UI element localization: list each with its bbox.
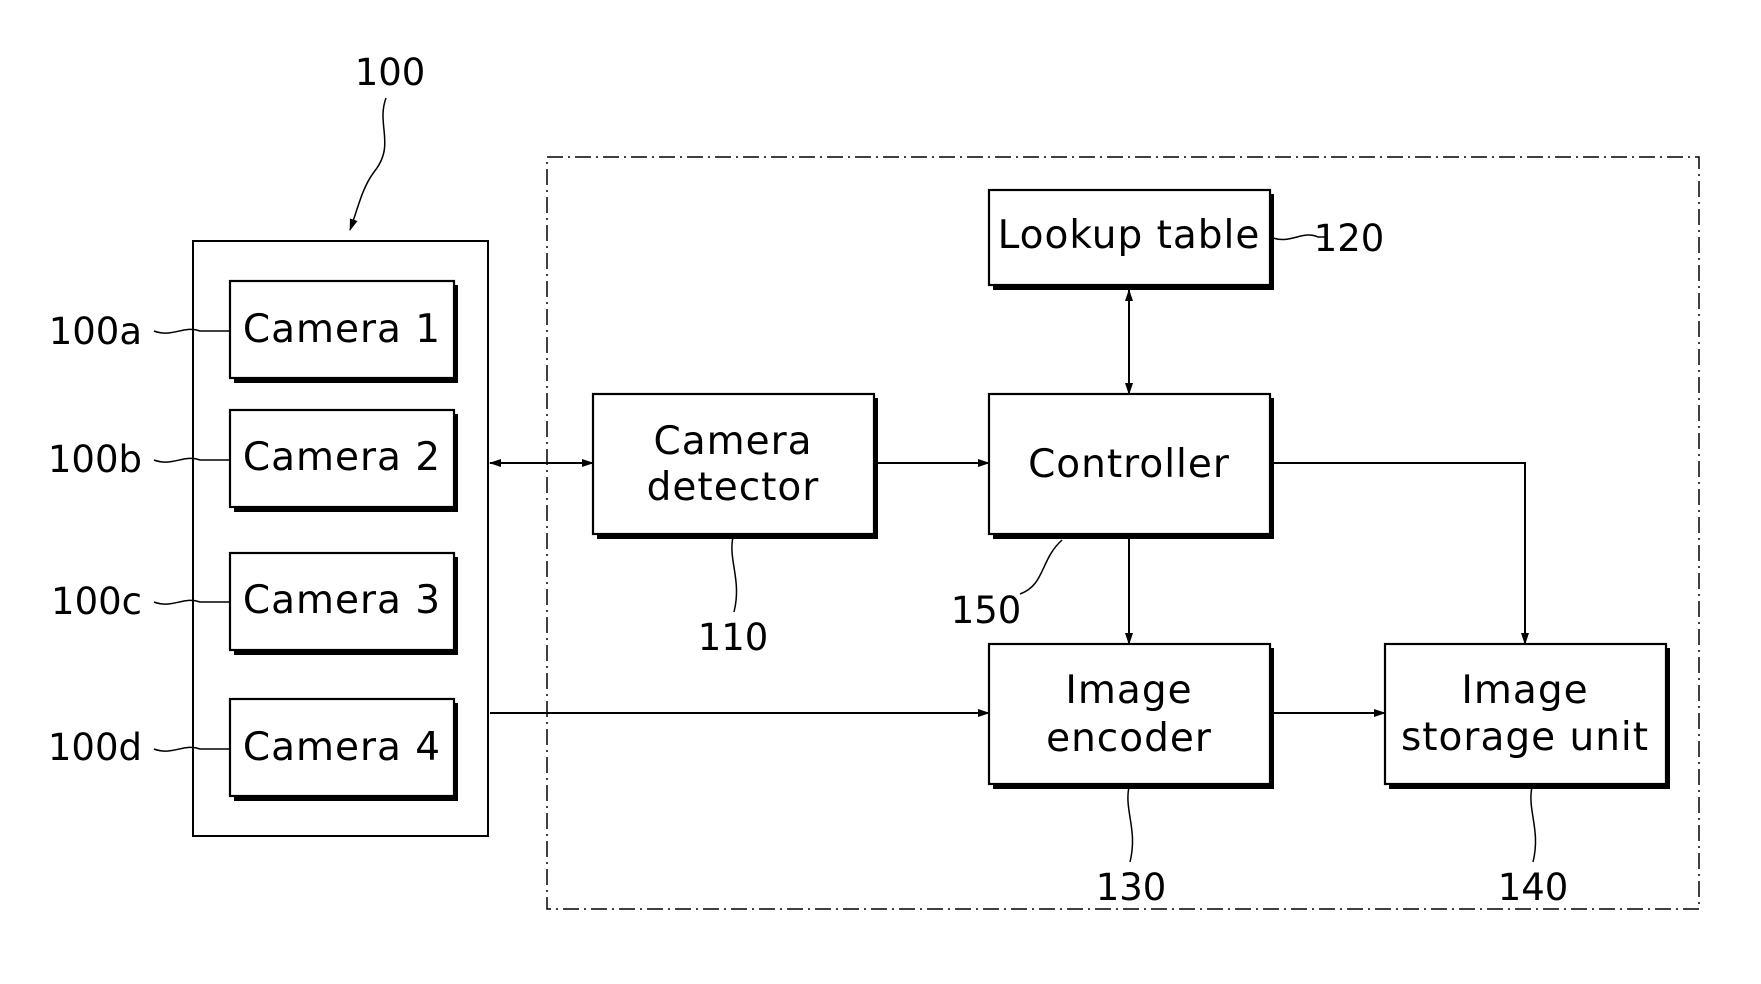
- image-storage-unit-line2: storage unit: [1401, 715, 1649, 760]
- ref-100-leader: [350, 98, 386, 230]
- camera-3-block: Camera 3: [230, 553, 456, 653]
- camera-3-label: Camera 3: [243, 578, 441, 623]
- camera-4-block: Camera 4: [230, 699, 456, 799]
- ref-100d: 100d: [48, 726, 142, 769]
- ref-100: 100: [355, 51, 426, 94]
- ref-150: 150: [951, 589, 1022, 632]
- image-encoder-line1: Image: [1065, 668, 1192, 713]
- camera-detector-block: Camera detector: [593, 394, 876, 537]
- image-encoder-block: Image encoder: [989, 644, 1272, 787]
- lookup-table-label: Lookup table: [998, 213, 1261, 258]
- image-storage-unit-line1: Image: [1461, 668, 1588, 713]
- ref-130-leader: [1128, 787, 1133, 862]
- lookup-table-block: Lookup table: [989, 190, 1272, 288]
- arrow-controller-storage: [1272, 463, 1525, 644]
- camera-1-block: Camera 1: [230, 281, 456, 381]
- ref-100c: 100c: [51, 580, 142, 623]
- ref-140: 140: [1498, 866, 1569, 909]
- image-encoder-line2: encoder: [1046, 716, 1212, 761]
- ref-100a: 100a: [49, 310, 142, 353]
- controller-block: Controller: [989, 394, 1272, 537]
- camera-1-label: Camera 1: [243, 307, 441, 352]
- ref-130: 130: [1096, 866, 1167, 909]
- ref-100b: 100b: [48, 438, 142, 481]
- camera-detector-line2: detector: [647, 465, 820, 510]
- image-storage-unit-block: Image storage unit: [1385, 644, 1668, 787]
- camera-2-block: Camera 2: [230, 410, 456, 510]
- camera-4-label: Camera 4: [243, 725, 441, 770]
- controller-label: Controller: [1028, 442, 1230, 487]
- ref-140-leader: [1531, 787, 1536, 862]
- ref-120: 120: [1314, 217, 1385, 260]
- camera-detector-line1: Camera: [653, 419, 812, 464]
- ref-150-leader: [1020, 540, 1062, 594]
- ref-110: 110: [698, 616, 769, 659]
- ref-110-leader: [732, 537, 737, 612]
- camera-2-label: Camera 2: [243, 435, 441, 480]
